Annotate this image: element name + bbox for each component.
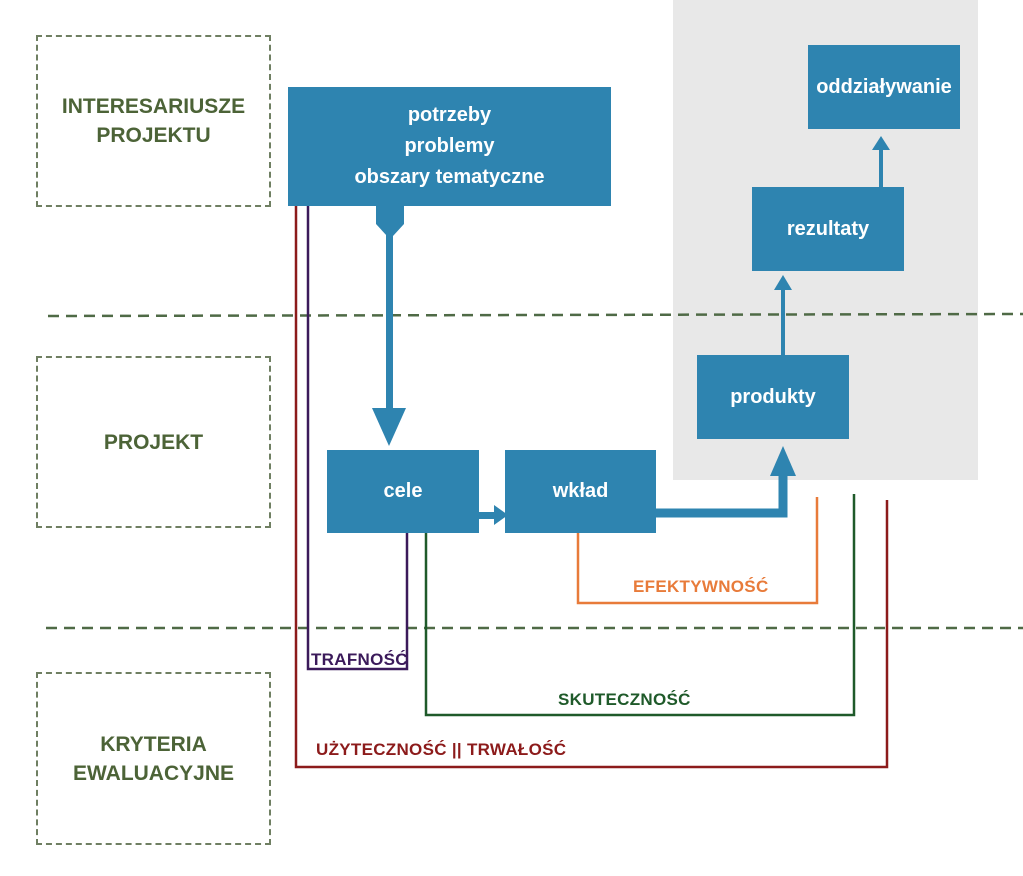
node-results-label: rezultaty [786, 217, 870, 240]
zone-criteria: KRYTERIA EWALUACYJNE [36, 672, 271, 845]
goals-to-input-arrowhead [494, 505, 508, 525]
zone-project: PROJEKT [36, 356, 271, 528]
effectiveness-line [424, 494, 856, 717]
node-results: rezultaty [752, 187, 904, 271]
needs-to-goals-arrowhead [372, 408, 406, 446]
node-needs: potrzeby problemy obszary tematyczne [288, 87, 611, 206]
criterion-utility-sustainability: UŻYTECZNOŚĆ || TRWAŁOŚĆ [316, 740, 567, 759]
node-goals: cele [327, 450, 479, 533]
input-to-products-connector [656, 474, 788, 518]
goals-to-input-shaft [478, 512, 496, 519]
results-to-impact-shaft [879, 148, 883, 188]
node-input: wkład [505, 450, 656, 533]
zone-project-label: PROJEKT [103, 430, 204, 454]
node-input-label: wkład [552, 480, 609, 502]
node-products: produkty [697, 355, 849, 439]
zone-stakeholders-label: INTERESARIUSZE PROJEKTU [61, 95, 246, 147]
needs-to-goals-shaft [386, 234, 393, 414]
input-to-products-arrowhead [770, 446, 796, 476]
relevance-line [306, 206, 409, 671]
products-to-results-shaft [781, 286, 785, 356]
zone-criteria-label: KRYTERIA EWALUACYJNE [72, 732, 235, 785]
criterion-relevance: TRAFNOŚĆ [311, 650, 408, 669]
node-products-label: produkty [730, 385, 816, 408]
products-to-results-arrowhead [774, 275, 792, 290]
zone-divider-top [47, 312, 1023, 318]
criterion-efficiency: EFEKTYWNOŚĆ [633, 577, 769, 596]
zone-stakeholders: INTERESARIUSZE PROJEKTU [36, 35, 271, 207]
needs-funnel [376, 206, 404, 236]
results-to-impact-arrowhead [872, 136, 890, 150]
node-needs-label: potrzeby problemy obszary tematyczne [354, 104, 545, 188]
node-impact: oddziaływanie [808, 45, 960, 129]
node-impact-label: oddziaływanie [816, 75, 952, 98]
efficiency-line [576, 497, 819, 605]
node-goals-label: cele [383, 480, 423, 502]
criterion-effectiveness: SKUTECZNOŚĆ [558, 690, 691, 709]
utility-sustainability-line [294, 206, 889, 769]
